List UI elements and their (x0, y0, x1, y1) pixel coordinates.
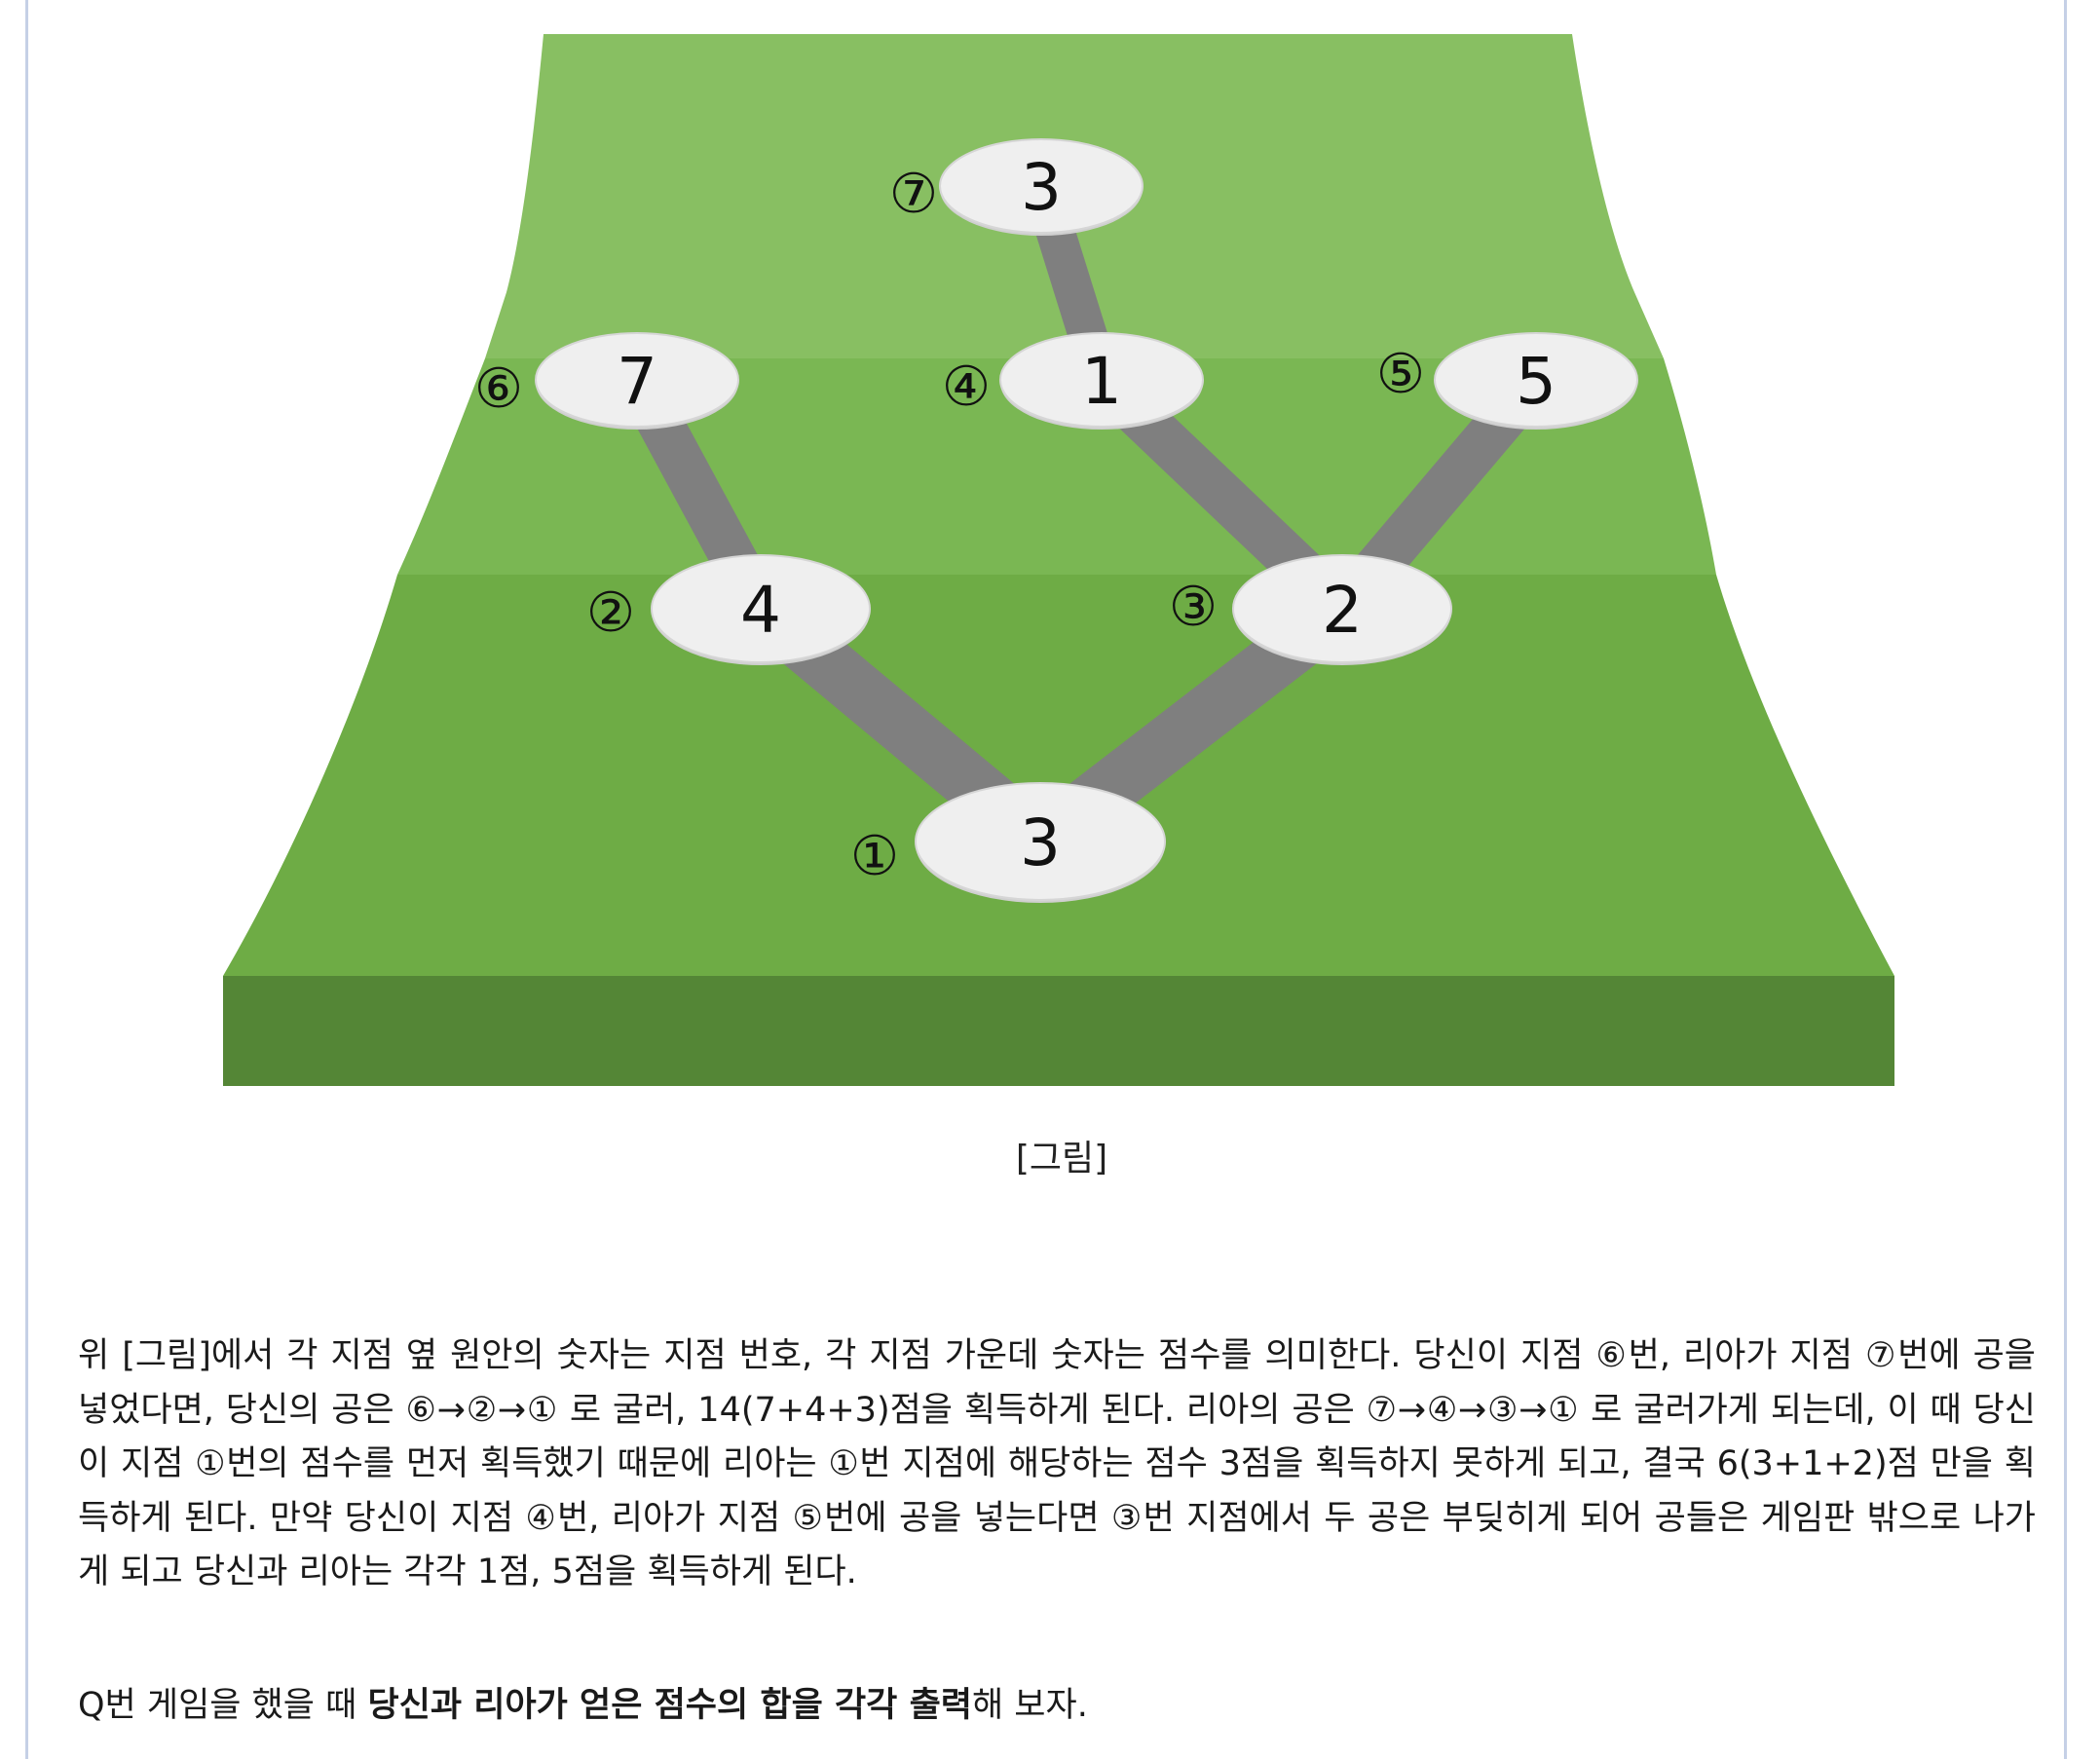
point-7-disc (939, 138, 1144, 234)
board-band-bottom (223, 575, 1894, 976)
point-4-score: 1 (1081, 344, 1122, 419)
board-front-edge (223, 976, 1894, 1086)
point-5-score: 5 (1516, 344, 1556, 419)
point-3: 2③ (1169, 554, 1452, 665)
point-5-label: ⑤ (1376, 343, 1425, 406)
point-1: 3① (850, 782, 1166, 903)
point-2: 4② (586, 554, 871, 665)
point-1-score: 3 (1020, 805, 1061, 880)
point-7: 3⑦ (889, 138, 1144, 236)
point-6-disc (535, 332, 739, 428)
point-1-disc (915, 782, 1166, 901)
point-6-score: 7 (617, 344, 657, 419)
point-7-label: ⑦ (889, 163, 938, 226)
point-3-disc (1232, 554, 1452, 663)
point-5: 5⑤ (1376, 332, 1638, 430)
task-text-before: Q번 게임을 했을 때 (78, 1686, 368, 1725)
point-4-disc (999, 332, 1204, 428)
point-7-score: 3 (1021, 150, 1062, 225)
figure-caption: [그림] (1015, 1139, 1108, 1179)
problem-description: 위 [그림]에서 각 지점 옆 원안의 숫자는 지점 번호, 각 지점 가운데 … (78, 1336, 2036, 1591)
task-text-bold: 당신과 리아가 얻은 점수의 합을 각각 출력 (367, 1686, 972, 1725)
point-6: 7⑥ (474, 332, 739, 430)
point-2-disc (651, 554, 871, 663)
task-text-after: 해 보자. (971, 1686, 1088, 1725)
content-frame (25, 0, 2067, 1759)
point-2-score: 4 (740, 573, 781, 648)
point-5-disc (1434, 332, 1638, 428)
point-3-label: ③ (1169, 576, 1218, 639)
point-6-label: ⑥ (474, 357, 523, 421)
point-3-score: 2 (1322, 573, 1363, 648)
task-statement: Q번 게임을 했을 때 당신과 리아가 얻은 점수의 합을 각각 출력해 보자. (78, 1681, 1088, 1730)
point-1-label: ① (850, 825, 899, 888)
point-4-label: ④ (942, 356, 991, 419)
point-2-label: ② (586, 581, 635, 645)
point-4: 1④ (942, 332, 1204, 430)
